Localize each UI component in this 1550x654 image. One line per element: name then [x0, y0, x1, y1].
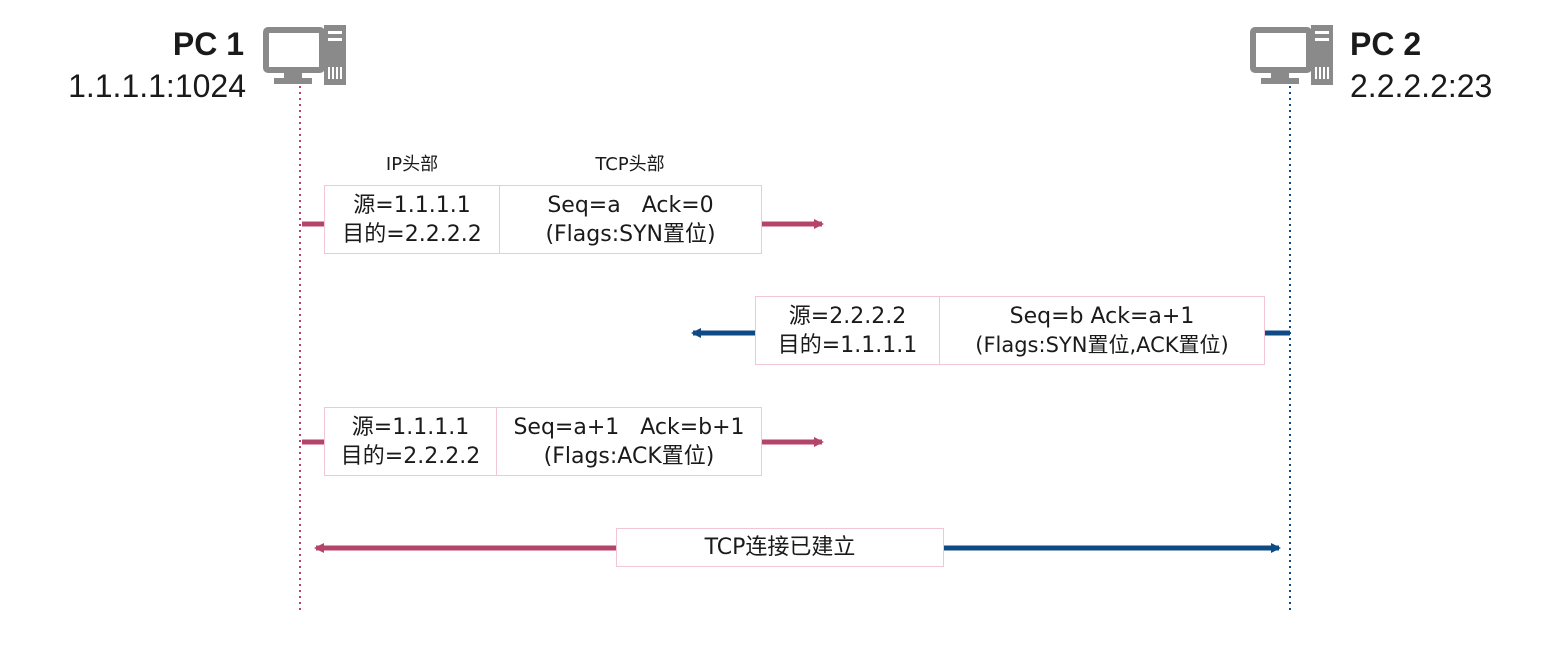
packet-3-tcp-seq: Seq=a+1 Ack=b+1 [513, 414, 745, 440]
ip-header-label: IP头部 [385, 154, 439, 175]
packet-2-tcp-flags: (Flags:SYN置位,ACK置位) [975, 332, 1229, 357]
pc1-address: 1.1.1.1:1024 [68, 68, 246, 104]
packet-2-tcp-seq: Seq=b Ack=a+1 [1009, 303, 1195, 329]
pc2-name: PC 2 [1350, 26, 1422, 62]
packet-3-ip-header: 源=1.1.1.1 目的=2.2.2.2 [325, 408, 496, 475]
packet-3: 源=1.1.1.1 目的=2.2.2.2 Seq=a+1 Ack=b+1 (Fl… [324, 407, 762, 476]
packet-1-tcp-header: Seq=a Ack=0 (Flags:SYN置位) [499, 186, 761, 253]
packet-2: 源=2.2.2.2 目的=1.1.1.1 Seq=b Ack=a+1 (Flag… [755, 296, 1265, 365]
packet-3-ip-dst: 目的=2.2.2.2 [340, 443, 481, 469]
desktop-computer-icon [263, 25, 346, 85]
packet-1-ip-header: 源=1.1.1.1 目的=2.2.2.2 [325, 186, 499, 253]
packet-2-ip-header: 源=2.2.2.2 目的=1.1.1.1 [756, 297, 939, 364]
packet-1-tcp-seq: Seq=a Ack=0 [547, 192, 714, 218]
packet-1: 源=1.1.1.1 目的=2.2.2.2 Seq=a Ack=0 (Flags:… [324, 185, 762, 254]
packet-2-ip-dst: 目的=1.1.1.1 [777, 332, 918, 358]
desktop-computer-icon [1250, 25, 1333, 85]
pc2-address: 2.2.2.2:23 [1350, 68, 1493, 104]
packet-1-tcp-flags: (Flags:SYN置位) [545, 221, 716, 247]
tcp-header-label: TCP头部 [595, 154, 665, 175]
packet-2-ip-src: 源=2.2.2.2 [788, 303, 907, 329]
connection-established-label: TCP连接已建立 [616, 528, 944, 567]
packet-3-ip-src: 源=1.1.1.1 [351, 414, 470, 440]
packet-3-tcp-header: Seq=a+1 Ack=b+1 (Flags:ACK置位) [496, 408, 761, 475]
pc1-name: PC 1 [172, 26, 244, 62]
packet-3-tcp-flags: (Flags:ACK置位) [543, 443, 715, 469]
packet-2-tcp-header: Seq=b Ack=a+1 (Flags:SYN置位,ACK置位) [939, 297, 1264, 364]
packet-1-ip-src: 源=1.1.1.1 [353, 192, 471, 218]
packet-1-ip-dst: 目的=2.2.2.2 [342, 221, 482, 247]
